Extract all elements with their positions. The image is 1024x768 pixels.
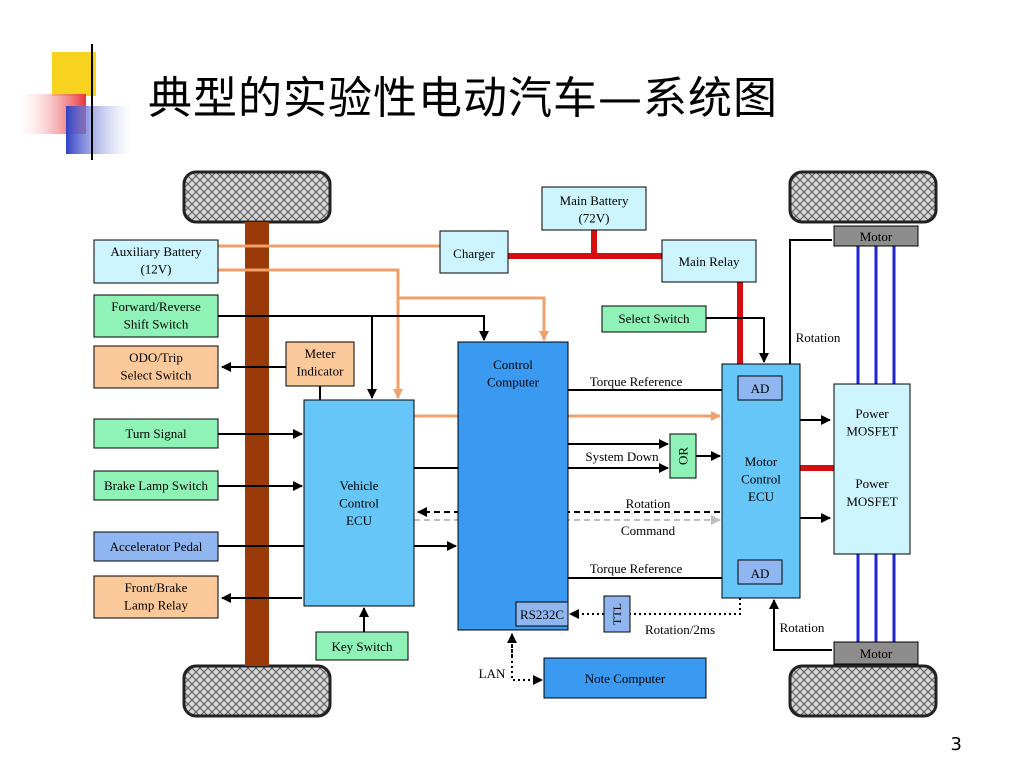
system-down-label: System Down (585, 449, 659, 464)
signal-lines (218, 239, 832, 651)
main-battery-box: Main Battery(72V) (560, 193, 629, 226)
command-label: Command (621, 523, 676, 538)
main-relay-box: Main Relay (678, 254, 740, 269)
rotation-top-right-label: Rotation (796, 330, 841, 345)
ttl-dotted-line (630, 598, 741, 615)
deco-yellow-square (52, 52, 96, 96)
turn-signal-box: Turn Signal (125, 426, 187, 441)
rotation-mid-label: Rotation (626, 496, 671, 511)
torque-ref-bottom-label: Torque Reference (590, 561, 683, 576)
wheel-rear-left (182, 664, 332, 718)
motor-shafts (856, 246, 896, 642)
wheel-front-left (182, 170, 332, 224)
torque-ref-top-label: Torque Reference (590, 374, 683, 389)
ad-top-box: AD (751, 381, 770, 396)
wheel-rear-right (788, 664, 938, 718)
charger-box: Charger (453, 246, 495, 261)
slide-title: 典型的实验性电动汽车—系统图 (148, 73, 778, 124)
rotation-bottom-right-label: Rotation (780, 620, 825, 635)
ad-bottom-box: AD (751, 566, 770, 581)
ttl-box: TTL (610, 603, 624, 625)
rotation-2ms-label: Rotation/2ms (645, 622, 715, 637)
or-gate-box: OR (676, 447, 691, 465)
wheel-front-right (788, 170, 938, 224)
key-switch-box: Key Switch (331, 639, 393, 654)
page-number: 3 (950, 734, 962, 755)
brake-lamp-switch-box: Brake Lamp Switch (104, 478, 208, 493)
select-switch-box: Select Switch (618, 311, 690, 326)
power-lines (508, 230, 834, 471)
aux-battery-box: Auxiliary Battery(12V) (110, 244, 202, 277)
lan-label: LAN (479, 666, 506, 681)
rs232c-box: RS232C (520, 607, 564, 622)
note-computer-box: Note Computer (585, 671, 666, 686)
motor-top-box: Motor (860, 229, 893, 244)
accelerator-pedal-box: Accelerator Pedal (110, 539, 203, 554)
motor-bottom-box: Motor (860, 646, 893, 661)
lan-dotted-line (511, 636, 543, 685)
front-axle (245, 222, 269, 666)
